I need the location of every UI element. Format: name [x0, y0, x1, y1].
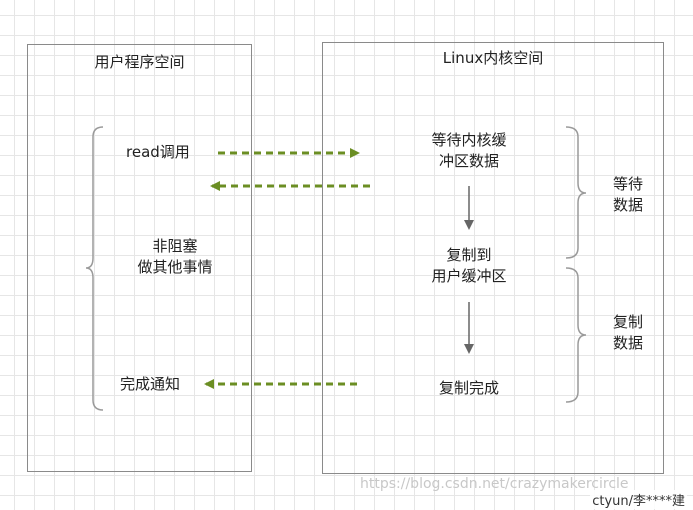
- credit-text: ctyun/李****建: [590, 490, 687, 509]
- copy-phase-brace: [565, 267, 587, 403]
- kernel-space-panel: [322, 42, 664, 474]
- user-space-panel: [27, 44, 252, 472]
- nonblock-label: 非阻塞 做其他事情: [137, 237, 213, 276]
- user-space-title: 用户程序空间: [94, 53, 185, 71]
- copy-done-label: 复制完成: [438, 379, 499, 397]
- copy-to-user-buffer-label: 复制到 用户缓冲区: [431, 246, 507, 285]
- read-call-label: read调用: [126, 143, 190, 161]
- kernel-space-title: Linux内核空间: [442, 49, 544, 67]
- copy-data-phase-label: 复制 数据: [612, 313, 643, 352]
- wait-phase-brace: [565, 126, 587, 259]
- user-timeline-brace: [85, 126, 104, 411]
- complete-notify-label: 完成通知: [120, 375, 181, 393]
- wait-kernel-buffer-label: 等待内核缓 冲区数据: [431, 131, 507, 170]
- watermark: https://blog.csdn.net/crazymakercircle: [360, 476, 629, 492]
- wait-data-phase-label: 等待 数据: [612, 175, 643, 214]
